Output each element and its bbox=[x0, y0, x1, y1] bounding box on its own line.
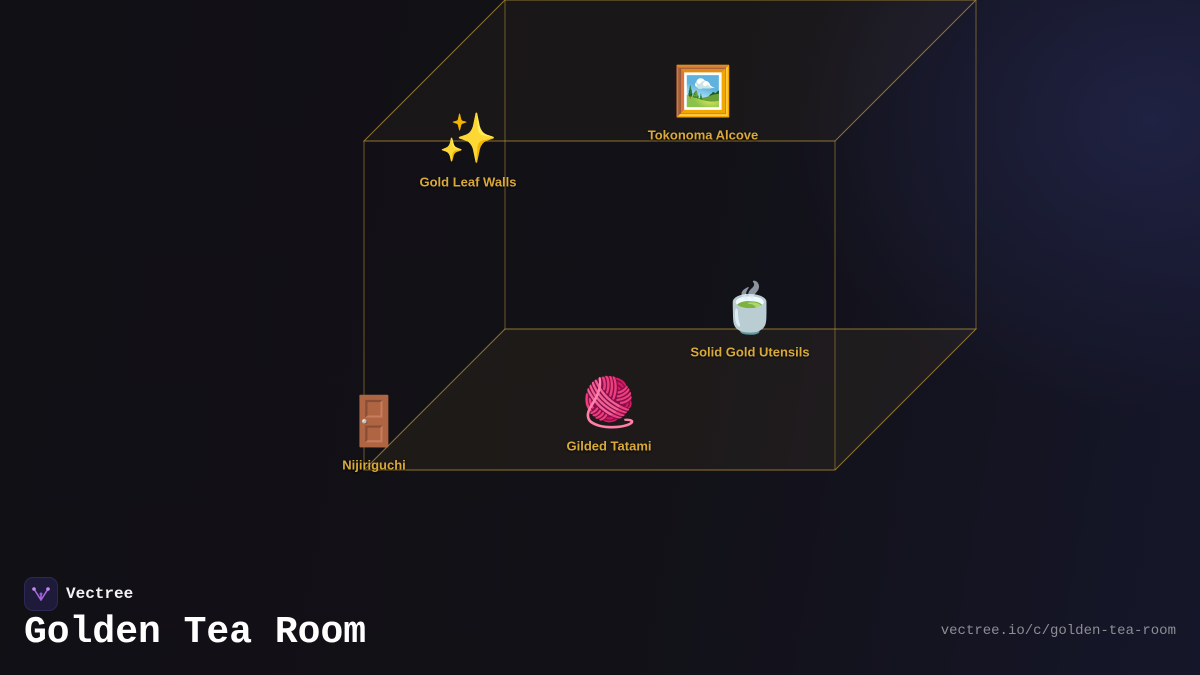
room-item-gilded-tatami[interactable]: 🧶 Gilded Tatami bbox=[509, 375, 709, 454]
door-icon: 🚪 bbox=[344, 393, 404, 450]
brand[interactable]: Vectree bbox=[24, 577, 133, 611]
room-item-label: Tokonoma Alcove bbox=[647, 127, 759, 143]
teacup-icon: 🍵 bbox=[720, 280, 780, 337]
room-item-tokonoma-alcove[interactable]: 🖼️ Tokonoma Alcove bbox=[603, 64, 803, 143]
page-url[interactable]: vectree.io/c/golden-tea-room bbox=[940, 623, 1176, 639]
room-item-label: Nijiriguchi bbox=[342, 457, 406, 473]
vectree-logo-icon bbox=[24, 577, 58, 611]
room-item-label: Solid Gold Utensils bbox=[690, 344, 810, 360]
brand-name: Vectree bbox=[66, 585, 134, 603]
room-item-label: Gold Leaf Walls bbox=[419, 174, 517, 190]
room-item-gold-leaf-walls[interactable]: ✨ Gold Leaf Walls bbox=[368, 111, 568, 190]
room-item-solid-gold-utensils[interactable]: 🍵 Solid Gold Utensils bbox=[650, 281, 850, 360]
room-item-label: Gilded Tatami bbox=[566, 438, 652, 454]
sparkles-icon: ✨ bbox=[438, 110, 498, 167]
page-title: Golden Tea Room bbox=[24, 611, 367, 654]
framed-picture-icon: 🖼️ bbox=[673, 63, 733, 120]
yarn-icon: 🧶 bbox=[579, 374, 639, 431]
room-item-nijiriguchi[interactable]: 🚪 Nijiriguchi bbox=[274, 394, 474, 473]
